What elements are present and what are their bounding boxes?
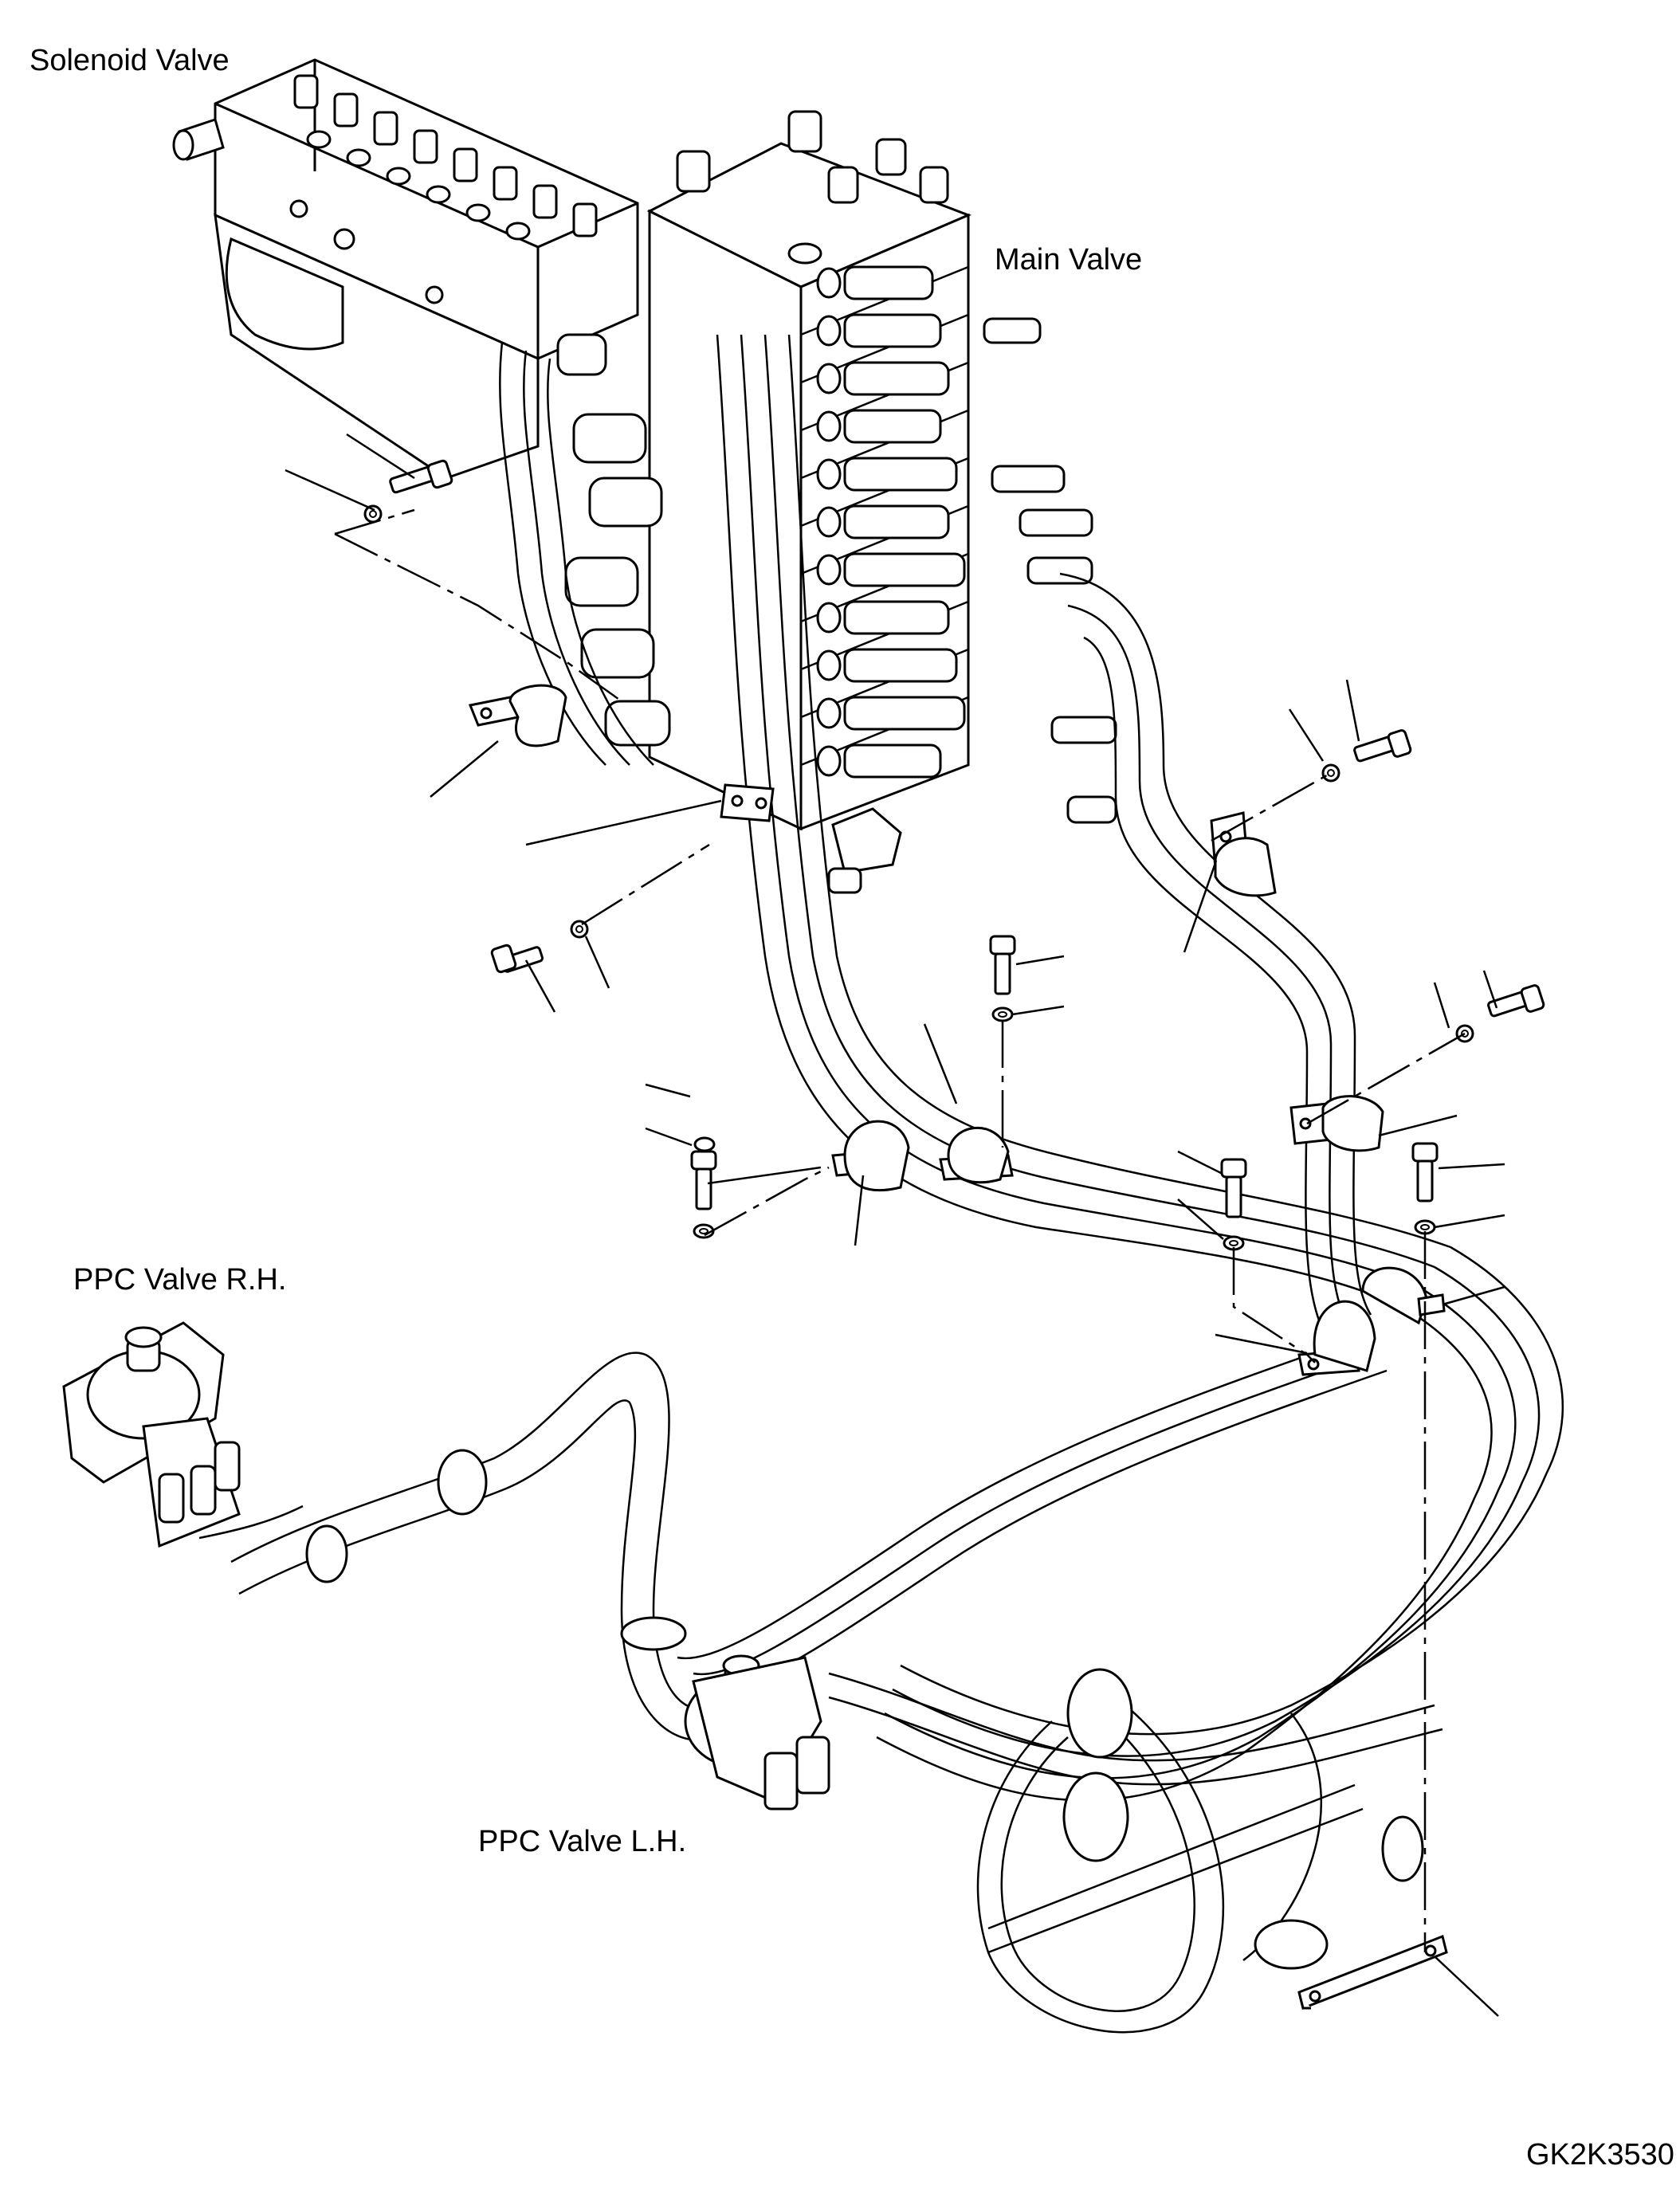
- center-lines: [334, 508, 1466, 1952]
- drawing-number: GK2K3530: [1526, 2138, 1674, 2171]
- label-ppc-valve-rh: PPC Valve R.H.: [73, 1263, 287, 1297]
- main-valve-block: [556, 110, 1117, 894]
- hose-clamps: [468, 684, 1448, 2011]
- label-main-valve: Main Valve: [995, 243, 1143, 277]
- leader-lines: [285, 433, 1505, 2017]
- ppc-valve-rh: [62, 1321, 488, 1583]
- solenoid-valve-block: [172, 58, 639, 480]
- label-ppc-valve-lh: PPC Valve L.H.: [478, 1825, 687, 1858]
- label-solenoid-valve: Solenoid Valve: [29, 44, 230, 77]
- ppc-valve-lh: [620, 1616, 1424, 1970]
